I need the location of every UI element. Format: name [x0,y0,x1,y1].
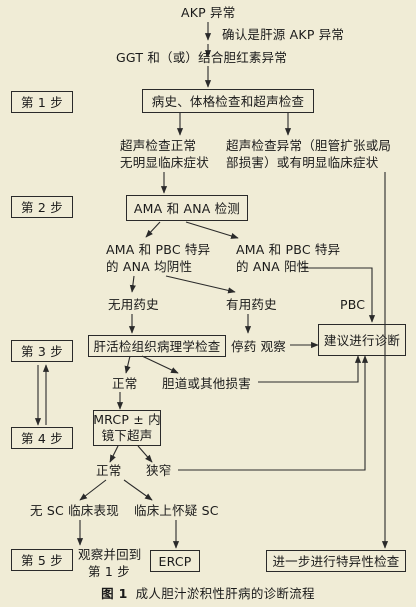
arrow-mrcp-to-stenosis [137,445,153,463]
arrow-neg-to-has-drug [165,275,236,294]
arrow-stenosis-to-suggest [178,355,369,471]
arrow-mrcp-to-normal [109,445,119,463]
arrow-ama-to-pos [185,221,239,239]
confirm-liver-akp-text: 确认是肝源 AKP 异常 [222,27,345,42]
step-2-label: 第 2 步 [11,196,73,218]
us-abnormal-line-2: 部损害）或有明显临床症状 [226,155,379,170]
biopsy-normal: 正常 [112,376,138,391]
us-normal-line-1: 超声检查正常 [120,138,197,153]
bile-duct-other-damage: 胆道或其他损害 [162,376,251,391]
ggt-bilirubin-text: GGT 和（或）结合胆红素异常 [116,50,288,65]
no-sc-manifestation: 无 SC 临床表现 [30,503,119,518]
history-exam-box: 病史、体格检查和超声检查 [142,89,314,113]
arrow-neg-to-no-drug [129,275,136,293]
mrcp-normal: 正常 [96,463,122,478]
ama-neg-line-2: 的 ANA 均阴性 [106,259,193,274]
no-drug-history: 无用药史 [108,297,159,312]
has-drug-history: 有用药史 [226,297,277,312]
caption-title: 成人胆汁淤积性肝病的诊断流程 [135,586,315,601]
ama-pos-line-2: 的 ANA 阳性 [236,259,310,274]
us-abnormal-line-1: 超声检查异常（胆管扩张或局 [226,138,392,153]
ama-ana-box: AMA 和 ANA 检测 [126,195,248,221]
mrcp-line-2: 镜下超声 [101,428,153,443]
us-normal-line-2: 无明显临床症状 [120,155,209,170]
ama-pos-line-1: AMA 和 PBC 特异 [236,242,341,257]
arrow-pos-to-suggest [300,267,376,323]
akp-abnormal-text: AKP 异常 [181,5,236,20]
mrcp-line-1: MRCP ± 内 [93,412,161,427]
figure-caption: 图 1 成人胆汁淤积性肝病的诊断流程 [0,583,416,602]
pbc-label: PBC [340,297,366,312]
mrcp-box: MRCP ± 内 镜下超声 [93,410,161,446]
suspect-sc: 临床上怀疑 SC [134,503,219,518]
arrow-ama-to-neg [145,221,161,238]
ercp-box: ERCP [150,550,200,572]
observe-line-2: 第 1 步 [88,564,130,579]
observe-line-1: 观察并回到 [78,547,142,562]
arrow-bile-to-suggest [258,355,362,383]
caption-label: 图 1 [101,586,128,601]
step-4-label: 第 4 步 [11,427,73,449]
mrcp-stenosis: 狭窄 [146,463,172,478]
stop-drug-observe: 停药 观察 [231,339,286,354]
suggest-diagnosis-box: 建议进行诊断 [318,324,406,356]
step-1-label: 第 1 步 [11,91,73,113]
specific-exam-box: 进一步进行特异性检查 [266,550,406,572]
liver-biopsy-box: 肝活检组织病理学检查 [88,335,226,357]
arrow-normal2-to-suspect [123,479,153,501]
arrow-normal2-to-no-sc [79,479,107,501]
arrow-biopsy-to-bile [141,355,179,374]
step-5-label: 第 5 步 [11,549,73,571]
step-3-label: 第 3 步 [11,340,73,362]
arrow-biopsy-to-normal [124,355,131,374]
ama-neg-line-1: AMA 和 PBC 特异 [106,242,211,257]
